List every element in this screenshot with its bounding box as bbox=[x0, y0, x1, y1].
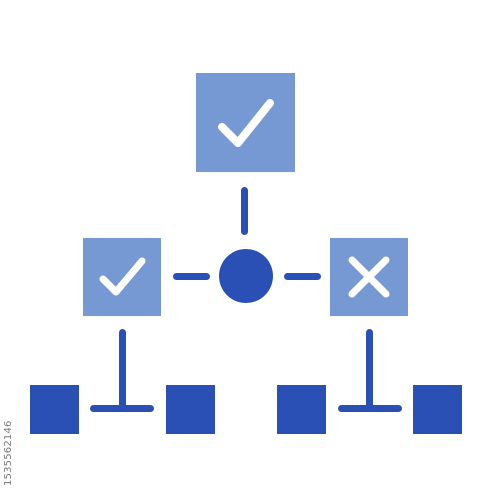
cross-icon bbox=[348, 256, 390, 298]
connector-left-bar bbox=[90, 405, 154, 412]
left-node-box bbox=[83, 238, 161, 316]
check-icon bbox=[218, 99, 274, 147]
connector-top-to-hub bbox=[241, 187, 248, 235]
stock-image-id: 1535562146 bbox=[3, 420, 14, 486]
connector-right-stem bbox=[366, 329, 373, 411]
square-node-icon bbox=[277, 385, 326, 434]
connector-right-bar bbox=[338, 405, 402, 412]
circle-node-icon bbox=[219, 249, 273, 303]
square-node-icon bbox=[30, 385, 79, 434]
square-node-icon bbox=[166, 385, 215, 434]
check-icon bbox=[99, 257, 146, 296]
connector-hub-to-right bbox=[284, 273, 321, 280]
left-node bbox=[83, 238, 161, 316]
top-node bbox=[196, 73, 295, 172]
leaf-nodes bbox=[30, 385, 462, 434]
right-node bbox=[330, 238, 408, 316]
connectors bbox=[90, 187, 402, 412]
square-node-icon bbox=[413, 385, 462, 434]
top-node-box bbox=[196, 73, 295, 172]
connector-left-stem bbox=[119, 329, 126, 411]
connector-left-to-hub bbox=[173, 273, 210, 280]
